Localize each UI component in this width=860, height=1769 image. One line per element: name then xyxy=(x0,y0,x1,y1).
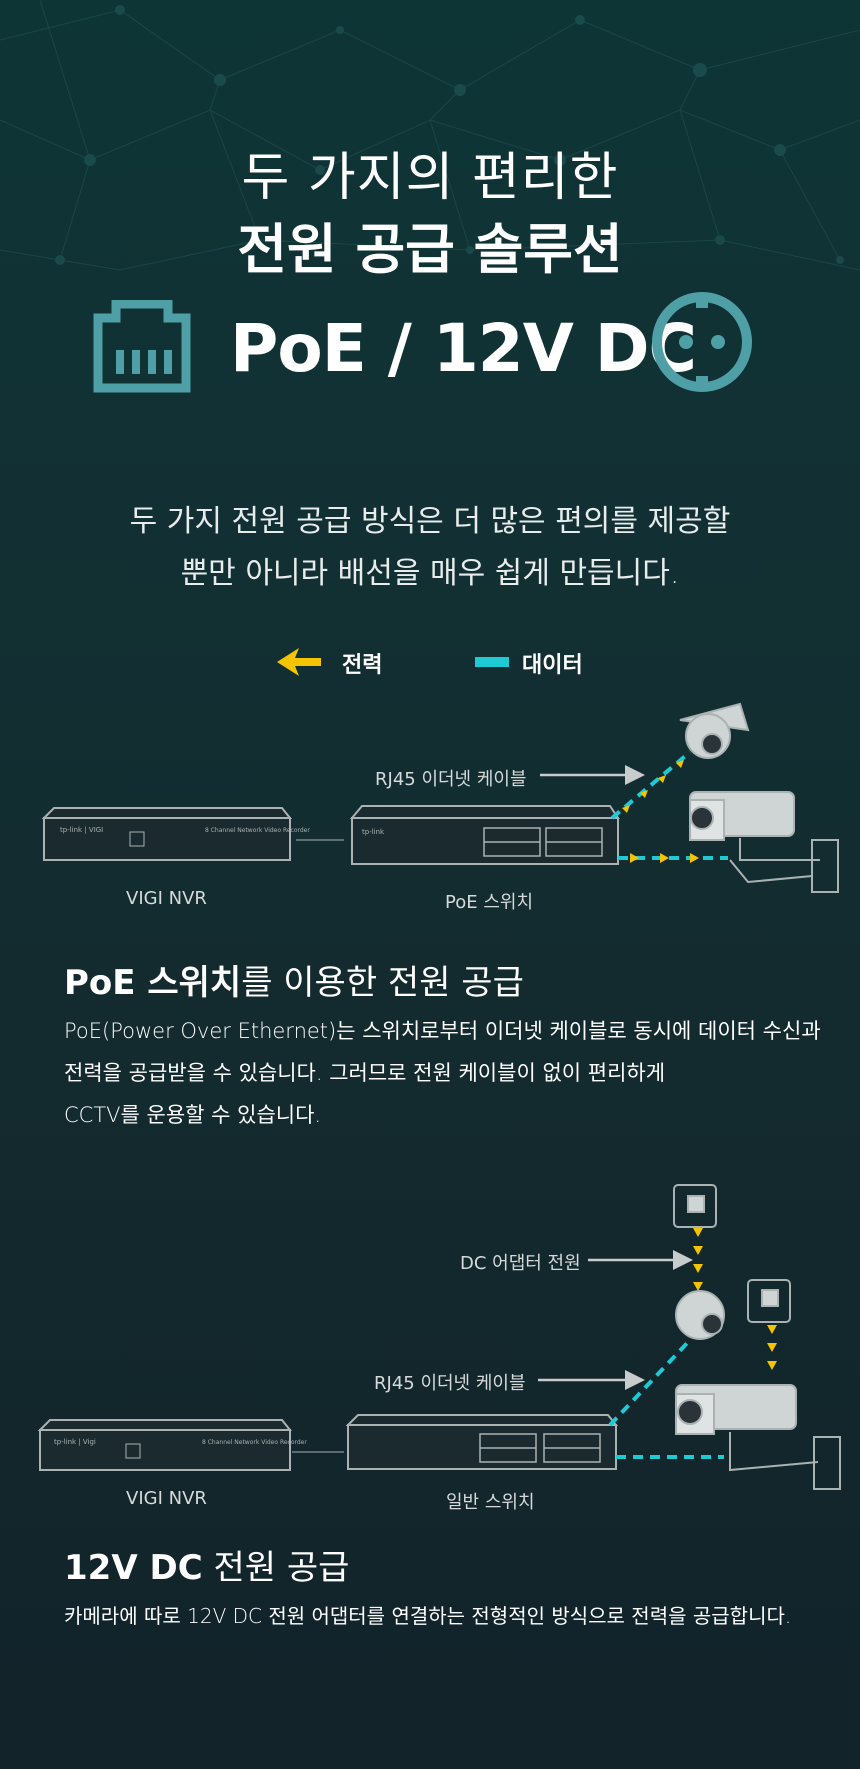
intro-line-2: 뿐만 아니라 배선을 매우 쉽게 만듭니다. xyxy=(180,556,680,591)
legend-data-label: 대이터 xyxy=(522,653,583,678)
poe-section-body: PoE(Power Over Ethernet)는 스위치로부터 이더넷 케이블… xyxy=(64,1010,844,1136)
dc-adapter-label: DC 어댑터 전원 xyxy=(460,1253,581,1274)
svg-text:tp-link: tp-link xyxy=(362,828,385,836)
svg-text:8 Channel Network Video Record: 8 Channel Network Video Recorder xyxy=(205,827,310,834)
data-line-icon xyxy=(475,657,509,667)
nvr-device xyxy=(37,1419,293,1471)
dc-diagram-graphic: tp-link | Vigi 8 Channel Network Video R… xyxy=(37,1184,841,1490)
solution-text: PoE / 12V DC xyxy=(230,310,697,387)
dc-title-rest: 전원 공급 xyxy=(202,1548,350,1588)
dc-section-title: 12V DC 전원 공급 xyxy=(64,1540,349,1589)
poe-cable-label: RJ45 이더넷 케이블 xyxy=(375,769,527,790)
svg-text:tp-link | VIGI: tp-link | VIGI xyxy=(60,826,103,834)
intro-text: 두 가지 전원 공급 방식은 더 많은 편의를 제공할 뿐만 아니라 배선을 매… xyxy=(0,496,860,600)
network-background xyxy=(0,0,860,271)
nvr-device xyxy=(41,807,293,861)
power-socket-icon xyxy=(652,292,752,392)
dc-nvr-label: VIGI NVR xyxy=(126,1488,207,1509)
poe-body-line-1: PoE(Power Over Ethernet)는 스위치로부터 이더넷 케이블… xyxy=(64,1019,821,1043)
intro-line-1: 두 가지 전원 공급 방식은 더 많은 편의를 제공할 xyxy=(129,504,731,539)
poe-nvr-label: VIGI NVR xyxy=(126,888,207,909)
poe-diagram: tp-link | VIGI 8 Channel Network Video R… xyxy=(0,690,860,920)
poe-title-bold: PoE 스위치 xyxy=(64,963,242,1003)
poe-diagram-graphic: tp-link | VIGI 8 Channel Network Video R… xyxy=(41,702,839,893)
dome-camera xyxy=(679,702,750,759)
bullet-camera xyxy=(689,791,839,893)
power-arrow-icon xyxy=(277,648,321,676)
ethernet-port-icon xyxy=(93,300,191,393)
poe-section-title: PoE 스위치를 이용한 전원 공급 xyxy=(64,955,524,1004)
svg-text:tp-link | Vigi: tp-link | Vigi xyxy=(54,1438,96,1446)
dc-adapter-1 xyxy=(673,1184,717,1228)
dc-adapter-2 xyxy=(747,1279,791,1323)
solution-row: PoE / 12V DC xyxy=(0,290,860,400)
legend-power-label: 전력 xyxy=(342,653,383,678)
dome-camera xyxy=(675,1290,725,1340)
dc-body-line: 카메라에 따로 12V DC 전원 어댑터를 연결하는 전형적인 방식으로 전력… xyxy=(64,1604,792,1628)
dc-diagram: tp-link | Vigi 8 Channel Network Video R… xyxy=(0,1180,860,1513)
title-line-2: 전원 공급 솔루션 xyxy=(237,218,623,281)
bullet-camera xyxy=(675,1384,841,1490)
poe-switch-label: PoE 스위치 xyxy=(445,892,533,913)
switch-device xyxy=(345,1414,619,1470)
poe-title-rest: 를 이용한 전원 공급 xyxy=(241,963,524,1003)
dc-title-bold: 12V DC xyxy=(64,1548,203,1588)
title-line-1: 두 가지의 편리한 xyxy=(241,148,619,208)
dc-switch-label: 일반 스위치 xyxy=(446,1492,535,1513)
dc-section-body: 카메라에 따로 12V DC 전원 어댑터를 연결하는 전형적인 방식으로 전력… xyxy=(64,1595,854,1637)
legend: 전력 대이터 xyxy=(0,645,860,685)
svg-text:8 Channel Network Video Record: 8 Channel Network Video Recorder xyxy=(202,1439,307,1446)
poe-body-line-2: 전력을 공급받을 수 있습니다. 그러므로 전원 케이블이 없이 편리하게 xyxy=(64,1061,666,1085)
dc-cable-label: RJ45 이더넷 케이블 xyxy=(374,1373,526,1394)
poe-body-line-3: CCTV를 운용할 수 있습니다. xyxy=(64,1103,322,1127)
